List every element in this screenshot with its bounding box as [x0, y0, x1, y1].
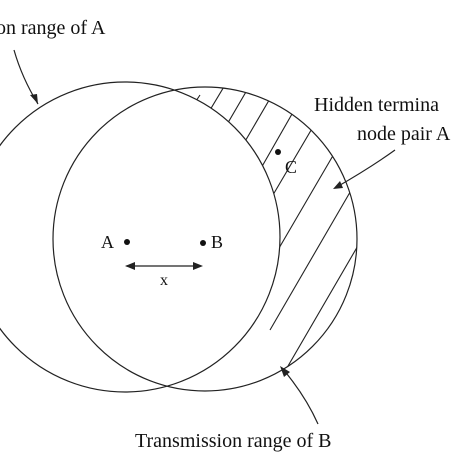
node-c-dot — [275, 149, 281, 155]
range-a-label: on range of A — [0, 17, 106, 39]
distance-arrow — [125, 262, 203, 270]
hidden-terminal-pointer — [333, 149, 396, 189]
hidden-terminal-region — [169, 87, 357, 391]
node-a-label: A — [101, 232, 114, 252]
hidden-terminal-label-line2: node pair A — [357, 123, 451, 145]
node-b-dot — [200, 240, 206, 246]
node-c-label: C — [285, 157, 297, 177]
range-b-pointer — [280, 366, 319, 425]
hidden-terminal-label-line1: Hidden termina — [314, 94, 439, 116]
transmission-range-b-circle — [52, 86, 358, 392]
transmission-range-a-circle — [0, 81, 281, 393]
distance-label: x — [160, 272, 168, 289]
range-b-label: Transmission range of B — [135, 430, 331, 452]
range-a-pointer — [13, 49, 39, 105]
node-a-dot — [124, 239, 130, 245]
node-b-label: B — [211, 232, 223, 252]
